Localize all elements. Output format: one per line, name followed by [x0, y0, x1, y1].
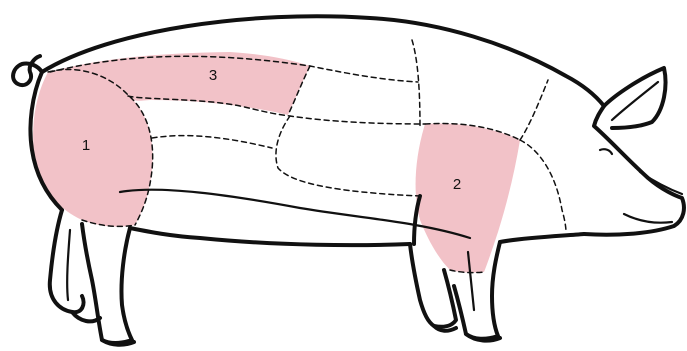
- ear-inner: [612, 82, 658, 120]
- region-shoulder: [416, 124, 520, 273]
- region-label-shoulder: 2: [453, 176, 461, 193]
- rear-leg-inner: [67, 230, 70, 300]
- rear-leg-front: [82, 224, 132, 343]
- region-label-ham: 1: [82, 137, 90, 154]
- region-label-loin: 3: [209, 67, 217, 84]
